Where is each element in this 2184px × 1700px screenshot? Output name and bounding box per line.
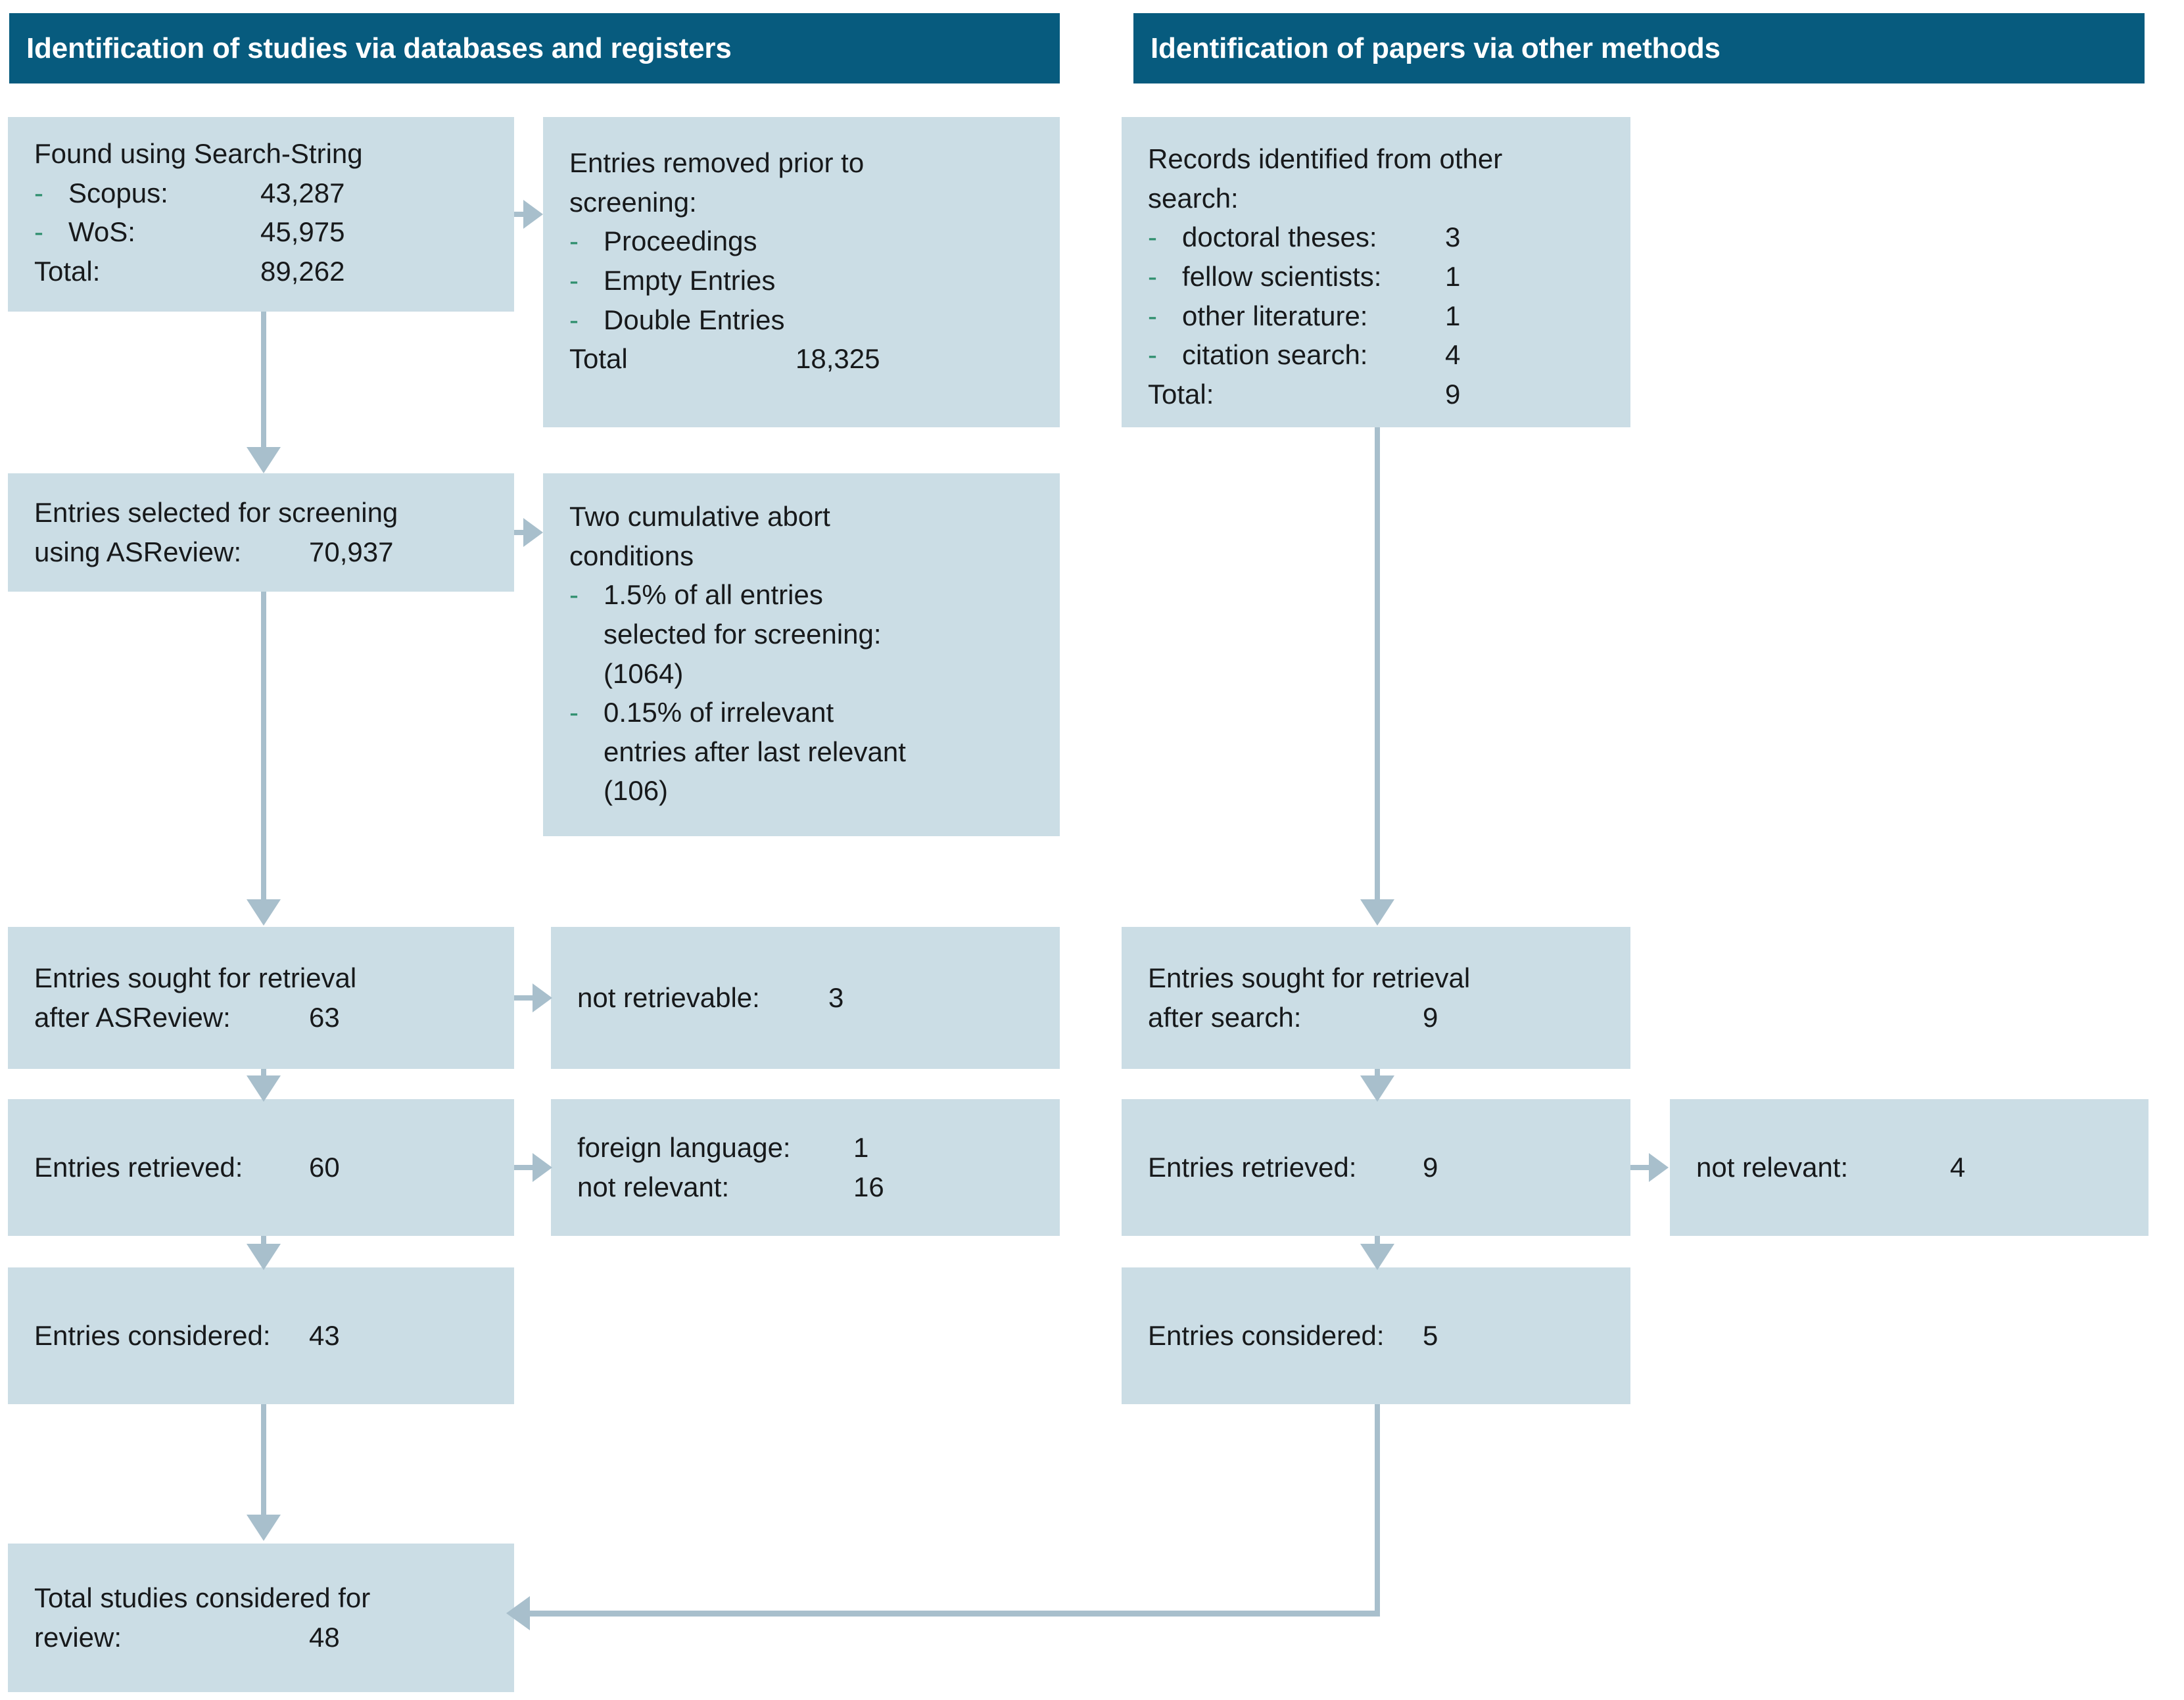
box-entries-retrieved-right: Entries retrieved: 9 <box>1122 1099 1630 1236</box>
bullet-dash-icon: - <box>569 697 579 728</box>
selected-line1: Entries selected for screening <box>34 497 398 529</box>
arrowhead-down-icon <box>1360 899 1394 926</box>
excluded-left-row-foreign: foreign language: 1 <box>577 1132 869 1164</box>
sought-right-value-row: after search: 9 <box>1148 1002 1438 1033</box>
arrowhead-right-icon <box>533 1153 552 1182</box>
bullet-dash-icon: - <box>569 225 579 257</box>
arrowhead-down-icon <box>247 899 281 926</box>
removed-title-line2: screening: <box>569 186 697 218</box>
abort-title-line2: conditions <box>569 540 694 571</box>
considered-right-row: Entries considered: 5 <box>1148 1320 1438 1352</box>
box-entries-considered-left: Entries considered: 43 <box>8 1267 514 1404</box>
connector-selected-to-abort <box>514 530 531 535</box>
abort-item2-line1: - 0.15% of irrelevant <box>569 693 1040 732</box>
removed-total: Total 18,325 <box>569 343 880 375</box>
box-entries-considered-right: Entries considered: 5 <box>1122 1267 1630 1404</box>
records-other-title-line2: search: <box>1148 182 1239 214</box>
connector-found-to-removed <box>514 212 531 217</box>
bullet-dash-icon: - <box>569 264 579 296</box>
connector-sought-to-not-retrievable <box>514 995 540 1001</box>
abort-item2-line3: (106) <box>604 775 669 807</box>
box-entries-selected-for-screening: Entries selected for screening using ASR… <box>8 473 514 592</box>
not-retrievable-row: not retrievable: 3 <box>577 982 844 1014</box>
connector-selected-to-sought <box>261 592 266 901</box>
arrowhead-down-icon <box>247 447 281 473</box>
box-two-cumulative-abort-conditions: Two cumulative abort conditions - 1.5% o… <box>543 473 1060 836</box>
connector-considered-right-down <box>1375 1404 1380 1616</box>
connector-retrieved-to-excluded <box>514 1165 540 1170</box>
removed-title-line1: Entries removed prior to <box>569 147 865 178</box>
bullet-dash-icon: - <box>1148 260 1157 292</box>
abort-item1-line2: selected for screening: <box>604 618 882 649</box>
found-item-wos: - WoS: 45,975 <box>34 212 494 252</box>
box-not-retrievable: not retrievable: 3 <box>551 927 1060 1069</box>
not-relevant-right-row: not relevant: 4 <box>1696 1152 1966 1183</box>
abort-item2-line2: entries after last relevant <box>604 736 906 767</box>
removed-item-empty-entries: - Empty Entries <box>569 261 1040 300</box>
box-entries-removed-prior-to-screening: Entries removed prior to screening: - Pr… <box>543 117 1060 427</box>
found-title: Found using Search-String <box>34 138 363 169</box>
connector-considered-to-total <box>261 1404 266 1517</box>
found-item-scopus: - Scopus: 43,287 <box>34 174 494 213</box>
bullet-dash-icon: - <box>569 579 579 611</box>
abort-item1-line3: (1064) <box>604 657 684 689</box>
sought-left-line1: Entries sought for retrieval <box>34 962 357 994</box>
connector-retrieved-right-to-considered-right <box>1375 1236 1380 1250</box>
arrowhead-down-icon <box>1360 1075 1394 1102</box>
bullet-dash-icon: - <box>34 177 43 208</box>
records-other-item-doctoral-theses: - doctoral theses: 3 <box>1148 218 1611 257</box>
selected-value-row: using ASReview: 70,937 <box>34 536 394 567</box>
sought-left-value-row: after ASReview: 63 <box>34 1002 340 1033</box>
removed-item-proceedings: - Proceedings <box>569 222 1040 261</box>
box-entries-sought-for-retrieval-right: Entries sought for retrieval after searc… <box>1122 927 1630 1069</box>
records-other-title-line1: Records identified from other <box>1148 143 1503 174</box>
arrowhead-right-icon <box>523 200 543 229</box>
connector-considered-right-to-total-review <box>526 1611 1380 1617</box>
box-excluded-left: foreign language: 1 not relevant: 16 <box>551 1099 1060 1236</box>
removed-item-double-entries: - Double Entries <box>569 300 1040 340</box>
box-not-relevant-right: not relevant: 4 <box>1670 1099 2148 1236</box>
column-header-databases: Identification of studies via databases … <box>9 13 1060 83</box>
box-total-studies-considered-for-review: Total studies considered for review: 48 <box>8 1544 514 1692</box>
records-other-item-citation-search: - citation search: 4 <box>1148 335 1611 375</box>
arrowhead-down-icon <box>247 1515 281 1541</box>
arrowhead-down-icon <box>247 1244 281 1270</box>
sought-right-line1: Entries sought for retrieval <box>1148 962 1471 994</box>
abort-title-line1: Two cumulative abort <box>569 501 830 532</box>
connector-records-other-to-sought-right <box>1375 427 1380 901</box>
bullet-dash-icon: - <box>1148 222 1157 253</box>
bullet-dash-icon: - <box>34 216 43 248</box>
records-other-item-other-literature: - other literature: 1 <box>1148 296 1611 336</box>
box-records-identified-from-other-search: Records identified from other search: - … <box>1122 117 1630 427</box>
box-found-using-search-string: Found using Search-String - Scopus: 43,2… <box>8 117 514 312</box>
total-review-line1: Total studies considered for <box>34 1582 371 1614</box>
connector-retrieved-right-to-not-relevant <box>1630 1165 1657 1170</box>
arrowhead-right-icon <box>523 518 543 547</box>
box-entries-sought-for-retrieval-left: Entries sought for retrieval after ASRev… <box>8 927 514 1069</box>
column-header-other-methods: Identification of papers via other metho… <box>1133 13 2145 83</box>
considered-left-row: Entries considered: 43 <box>34 1320 340 1352</box>
box-entries-retrieved-left: Entries retrieved: 60 <box>8 1099 514 1236</box>
arrowhead-down-icon <box>1360 1244 1394 1270</box>
abort-item1-line1: - 1.5% of all entries <box>569 575 1040 615</box>
excluded-left-row-not-relevant: not relevant: 16 <box>577 1171 884 1202</box>
retrieved-right-row: Entries retrieved: 9 <box>1148 1152 1438 1183</box>
found-total: Total: 89,262 <box>34 255 345 287</box>
bullet-dash-icon: - <box>1148 339 1157 371</box>
arrowhead-down-icon <box>247 1075 281 1102</box>
connector-retrieved-to-considered <box>261 1236 266 1250</box>
bullet-dash-icon: - <box>569 304 579 335</box>
arrowhead-right-icon <box>1649 1153 1669 1182</box>
records-other-item-fellow-scientists: - fellow scientists: 1 <box>1148 257 1611 296</box>
records-other-total: Total: 9 <box>1148 378 1461 410</box>
arrowhead-right-icon <box>533 983 552 1012</box>
connector-found-to-selected <box>261 312 266 448</box>
arrowhead-left-icon <box>506 1596 530 1630</box>
retrieved-left-row: Entries retrieved: 60 <box>34 1152 340 1183</box>
bullet-dash-icon: - <box>1148 300 1157 331</box>
total-review-value-row: review: 48 <box>34 1622 340 1653</box>
